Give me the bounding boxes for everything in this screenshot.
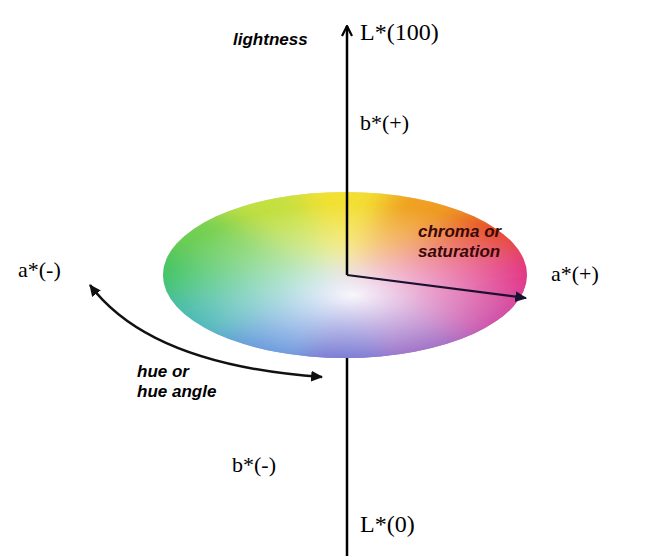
dimension-name: hue or hue angle	[137, 362, 221, 402]
axis-end-value: L*(0)	[360, 510, 415, 539]
chroma-arrow	[347, 275, 526, 298]
hue-arrow	[90, 285, 322, 377]
lightness-axis-lower	[346, 340, 349, 556]
axis-direction: a*(+)	[551, 261, 599, 287]
axis-end-value: L*(100)	[360, 18, 439, 47]
axis-direction: b*(+)	[360, 110, 409, 136]
axis-name: lightness	[233, 30, 308, 50]
axis-direction: a*(-)	[18, 257, 61, 283]
hue-disc	[94, 149, 596, 401]
axis-direction: b*(-)	[232, 452, 276, 478]
lightness-axis-upper	[346, 26, 349, 275]
dimension-name: chroma or saturation	[418, 222, 528, 262]
